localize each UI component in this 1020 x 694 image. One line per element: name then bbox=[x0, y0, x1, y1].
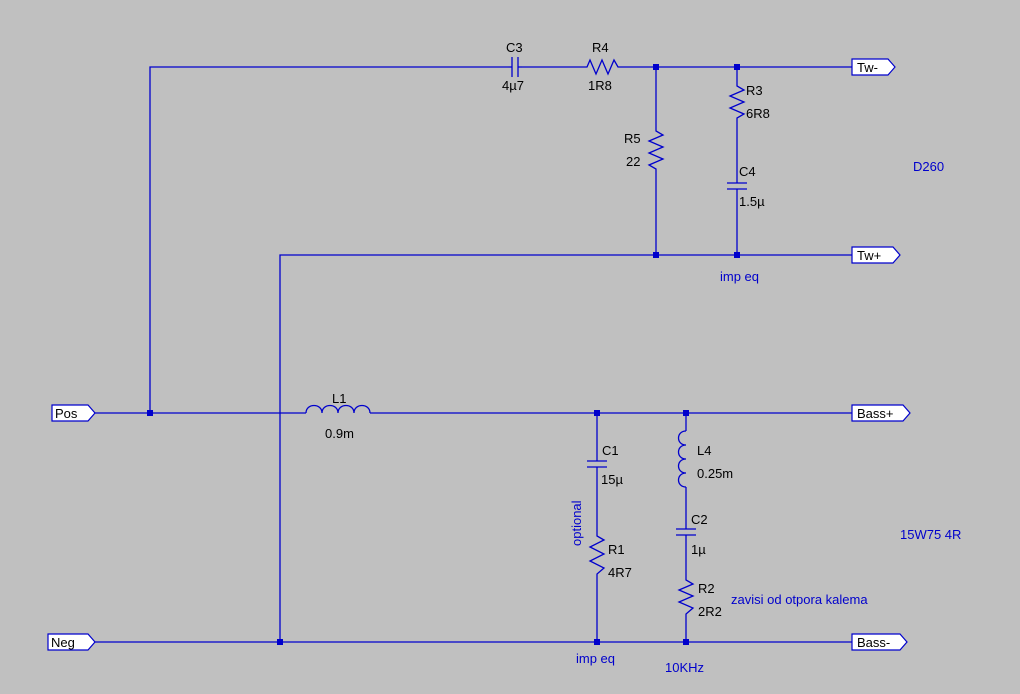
c4-value: 1.5µ bbox=[739, 194, 765, 209]
resistor-r2[interactable] bbox=[677, 576, 695, 620]
port-tw-plus[interactable]: Tw+ bbox=[851, 246, 901, 264]
l4-value: 0.25m bbox=[697, 466, 733, 481]
c3-name: C3 bbox=[506, 40, 523, 55]
r5-value: 22 bbox=[626, 154, 640, 169]
inductor-l4[interactable] bbox=[677, 430, 687, 488]
port-bass-minus[interactable]: Bass- bbox=[851, 633, 908, 651]
resistor-r5[interactable] bbox=[647, 127, 665, 175]
port-bass-minus-label: Bass- bbox=[857, 635, 890, 650]
l1-name: L1 bbox=[332, 391, 346, 406]
junction-dot bbox=[277, 639, 283, 645]
resistor-r4[interactable] bbox=[582, 58, 622, 76]
junction-dot bbox=[147, 410, 153, 416]
c1-value: 15µ bbox=[601, 472, 623, 487]
junction-dot bbox=[734, 252, 740, 258]
capacitor-c4[interactable] bbox=[727, 181, 747, 191]
junction-dot bbox=[683, 639, 689, 645]
inductor-l1[interactable] bbox=[305, 404, 371, 414]
note-zavisi: zavisi od otpora kalema bbox=[731, 592, 868, 607]
note-imp-eq-bottom: imp eq bbox=[576, 651, 615, 666]
junction-dot bbox=[734, 64, 740, 70]
wire-top-rail bbox=[149, 66, 508, 413]
c4-name: C4 bbox=[739, 164, 756, 179]
note-woofer: 15W75 4R bbox=[900, 527, 961, 542]
r5-name: R5 bbox=[624, 131, 641, 146]
r2-value: 2R2 bbox=[698, 604, 722, 619]
junction-dot bbox=[653, 64, 659, 70]
port-neg-label: Neg bbox=[51, 635, 75, 650]
junctions bbox=[147, 64, 740, 645]
junction-dot bbox=[653, 252, 659, 258]
c3-value: 4µ7 bbox=[502, 78, 524, 93]
wires bbox=[95, 66, 852, 643]
c1-name: C1 bbox=[602, 443, 619, 458]
junction-dot bbox=[683, 410, 689, 416]
port-tw-minus-label: Tw- bbox=[857, 60, 878, 75]
resistor-r1[interactable] bbox=[588, 532, 606, 578]
r3-name: R3 bbox=[746, 83, 763, 98]
note-imp-eq-top: imp eq bbox=[720, 269, 759, 284]
port-pos-label: Pos bbox=[55, 406, 78, 421]
r4-name: R4 bbox=[592, 40, 609, 55]
r2-name: R2 bbox=[698, 581, 715, 596]
c2-name: C2 bbox=[691, 512, 708, 527]
capacitor-c3[interactable] bbox=[508, 57, 522, 77]
c2-value: 1µ bbox=[691, 542, 706, 557]
note-optional: optional bbox=[569, 500, 584, 546]
r1-name: R1 bbox=[608, 542, 625, 557]
port-pos[interactable]: Pos bbox=[51, 404, 96, 422]
wire-twplus-rail bbox=[279, 254, 852, 642]
port-bass-plus-label: Bass+ bbox=[857, 406, 894, 421]
port-tw-plus-label: Tw+ bbox=[857, 248, 881, 263]
capacitor-c1[interactable] bbox=[587, 459, 607, 469]
port-bass-plus[interactable]: Bass+ bbox=[851, 404, 911, 422]
port-tw-minus[interactable]: Tw- bbox=[851, 58, 896, 76]
note-tweeter: D260 bbox=[913, 159, 944, 174]
capacitor-c2[interactable] bbox=[676, 527, 696, 537]
r3-value: 6R8 bbox=[746, 106, 770, 121]
port-neg[interactable]: Neg bbox=[47, 633, 96, 651]
r4-value: 1R8 bbox=[588, 78, 612, 93]
junction-dot bbox=[594, 410, 600, 416]
l4-name: L4 bbox=[697, 443, 711, 458]
note-frequency: 10KHz bbox=[665, 660, 704, 675]
l1-value: 0.9m bbox=[325, 426, 354, 441]
junction-dot bbox=[594, 639, 600, 645]
resistor-r3[interactable] bbox=[728, 82, 746, 122]
r1-value: 4R7 bbox=[608, 565, 632, 580]
